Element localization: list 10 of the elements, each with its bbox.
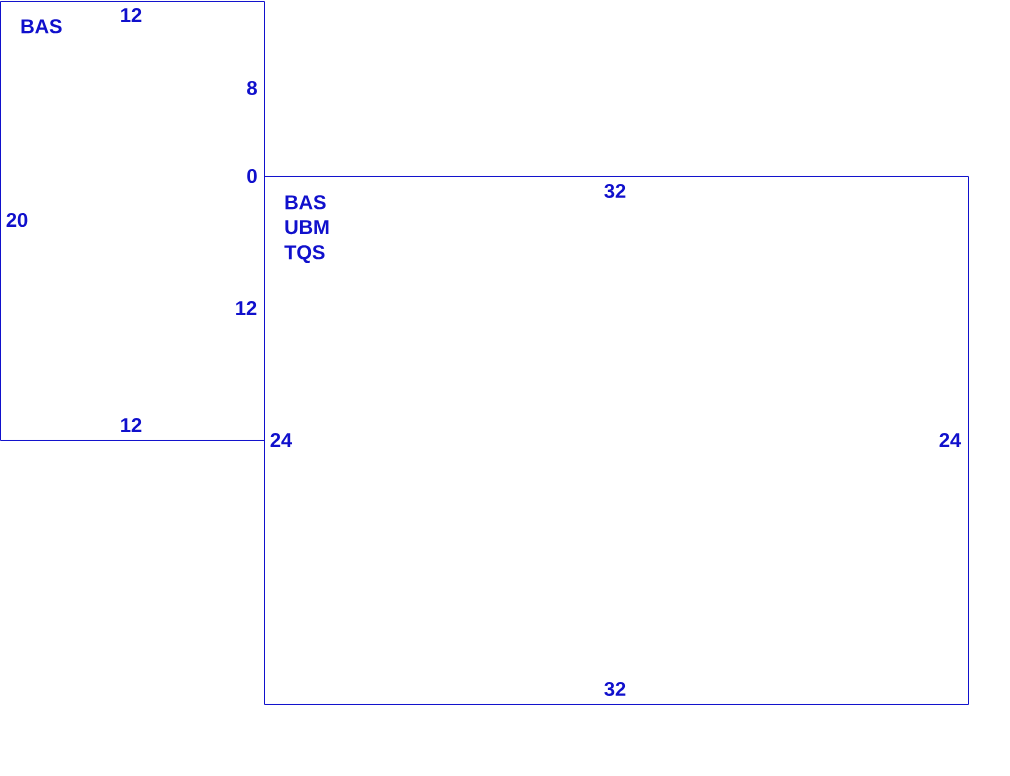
dimension-label: 12: [121, 418, 142, 432]
dimension-label: 12: [121, 8, 142, 22]
dimension-label: 32: [604, 681, 626, 697]
dimension-label: 20: [6, 212, 28, 228]
dimension-label: 32: [604, 183, 626, 199]
dimension-label: 0: [247, 168, 257, 184]
dimension-label: 12: [236, 301, 257, 315]
dimension-label: 8: [247, 80, 257, 96]
dimension-label: 24: [270, 433, 292, 447]
dimension-label: 24: [939, 433, 961, 447]
